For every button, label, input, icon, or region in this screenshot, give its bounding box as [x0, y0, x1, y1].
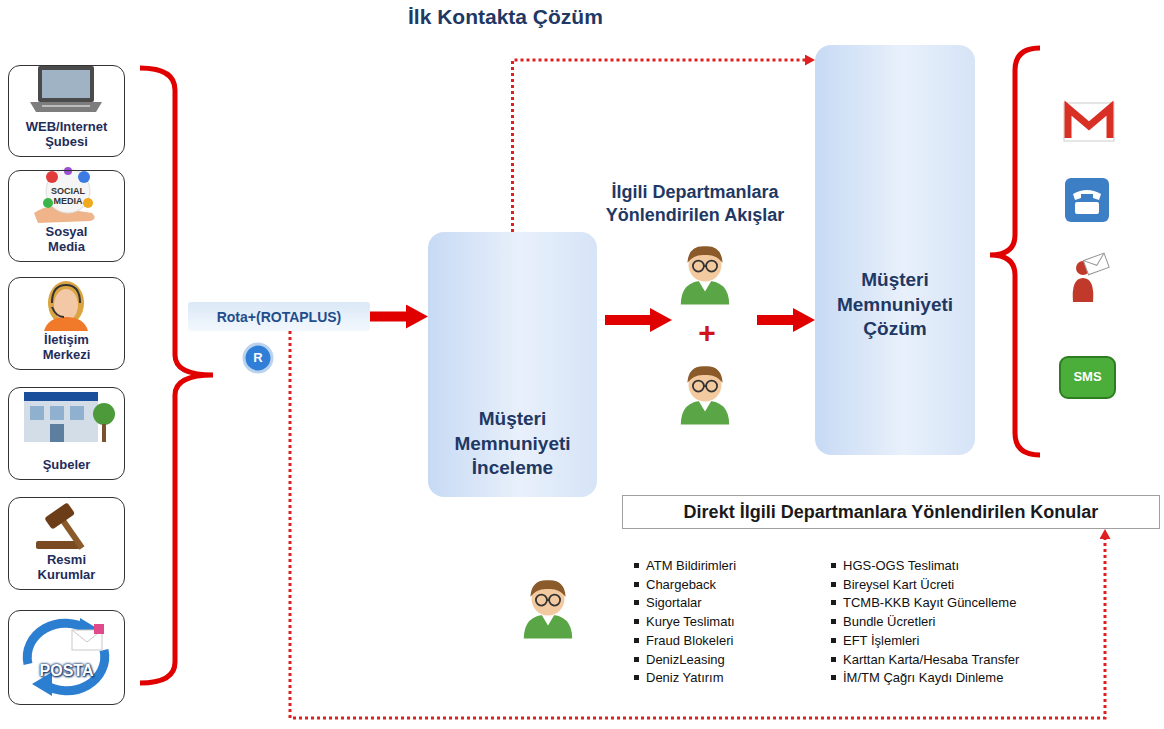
plus-sign: +: [693, 318, 721, 348]
phone-icon: [1073, 190, 1101, 200]
channel-box: Sosyal Media: [8, 170, 125, 262]
mail-person-icon: [1073, 253, 1109, 302]
process-panel: Müşteri Memnuniyeti Çözüm: [815, 45, 975, 455]
channel-box: WEB/Internet Şubesi: [8, 65, 125, 157]
heading-box: Direkt İlgili Departmanlara Yönlendirile…: [622, 495, 1160, 529]
list-item: Deniz Yatırım: [633, 670, 724, 686]
bracket: [140, 68, 213, 683]
list-item: Bireysel Kart Ücreti: [830, 577, 954, 593]
branch-building-icon: [70, 406, 84, 420]
box-text: POSTA: [17, 662, 117, 680]
rota-logo: [244, 344, 272, 372]
staff-icon: [681, 366, 729, 424]
logo-letter: R: [248, 349, 268, 367]
box-text: Şubeler: [21, 458, 113, 473]
email-icon: [1068, 108, 1110, 138]
branch-building-icon: [50, 406, 64, 420]
mail-person-icon: [1083, 253, 1109, 275]
gavel-icon: [44, 502, 93, 556]
gavel-icon: [36, 502, 94, 556]
list-item: ATM Bildirimleri: [633, 558, 736, 574]
diagram-title: İlk Kontakta Çözüm: [408, 5, 603, 29]
email-icon: [1064, 103, 1114, 141]
branch-building-icon: [30, 406, 44, 420]
list-item: Kurye Teslimatı: [633, 614, 735, 630]
social-media-icon: [78, 171, 90, 183]
list-item: EFT İşlemleri: [830, 633, 919, 649]
gavel-icon: [44, 502, 75, 530]
process-panel: Müşteri Memnuniyeti İnceleme: [428, 232, 597, 497]
box-text: Müşteri Memnuniyeti İnceleme: [438, 407, 588, 481]
phone-icon: [1075, 202, 1099, 214]
bracket: [990, 48, 1040, 455]
box-text: WEB/Internet Şubesi: [21, 120, 113, 150]
mail-person-icon: [1073, 278, 1094, 302]
list-item: Bundle Ücretleri: [830, 614, 936, 630]
social-media-icon: [46, 169, 90, 213]
mail-arrows-icon: [94, 624, 104, 634]
gavel-icon: [60, 518, 84, 549]
laptop-icon: [30, 102, 102, 112]
icon-text: SMS: [1060, 368, 1115, 386]
list-item: TCMB-KKB Kayıt Güncelleme: [830, 595, 1016, 611]
list-item: Fraud Blokeleri: [633, 633, 733, 649]
phone-icon: [1065, 178, 1109, 222]
channel-box: İletişim Merkezi: [8, 277, 125, 370]
headset-agent-icon: [52, 307, 64, 317]
sms-icon: [1060, 357, 1115, 398]
social-media-icon: [43, 198, 53, 208]
phone-icon: [1065, 178, 1109, 222]
flow-arrow: [370, 312, 406, 322]
box-text: Direkt İlgili Departmanlara Yönlendirile…: [684, 502, 1099, 523]
mail-person-icon: [1083, 253, 1107, 269]
branch-building-icon: [24, 392, 98, 401]
rota-logo: [244, 344, 272, 372]
social-media-icon: [46, 171, 58, 183]
gavel-icon: [36, 541, 80, 549]
laptop-icon: [30, 66, 102, 112]
laptop-icon: [42, 70, 90, 98]
staff-icon: [681, 246, 729, 304]
list-item: İM/TM Çağrı Kaydı Dinleme: [830, 670, 1003, 686]
box-text: Müşteri Memnuniyeti Çözüm: [820, 268, 970, 342]
list-item: DenizLeasing: [633, 652, 725, 668]
box-text: Rota+(ROTAPLUS): [217, 309, 342, 325]
branch-building-icon: [24, 392, 98, 442]
headset-agent-icon: [54, 289, 78, 321]
list-item: Karttan Karta/Hesaba Transfer: [830, 652, 1019, 668]
box-text: Resmi Kurumlar: [31, 553, 103, 583]
sms-icon: [1060, 357, 1115, 398]
box-text: Sosyal Media: [37, 225, 97, 255]
headset-agent-icon: [44, 281, 88, 331]
flow-label: İlgili Departmanlara Yönlendirilen Akışl…: [575, 181, 815, 228]
channel-box: Resmi Kurumlar: [8, 497, 125, 590]
email-icon: [1064, 103, 1114, 141]
social-media-icon: [34, 167, 95, 223]
branch-building-icon: [24, 392, 115, 442]
staff-icon: [524, 580, 572, 638]
mail-person-icon: [1083, 253, 1109, 275]
laptop-icon: [38, 66, 94, 102]
list-item: Chargeback: [633, 577, 716, 593]
branch-building-icon: [50, 424, 64, 442]
channel-box: Şubeler: [8, 387, 125, 480]
headset-agent-icon: [52, 285, 80, 303]
laptop-icon: [42, 105, 90, 107]
mail-arrows-icon: [27, 618, 105, 696]
list-item: Sigortalar: [633, 595, 702, 611]
list-item: HGS-OGS Teslimatı: [830, 558, 959, 574]
branch-building-icon: [102, 424, 106, 442]
arrow-head: [650, 308, 672, 332]
channel-box: POSTA: [8, 610, 125, 705]
branch-building-icon: [93, 403, 115, 425]
box-text: İletişim Merkezi: [31, 333, 103, 363]
headset-agent-icon: [44, 317, 88, 331]
icon-text: SOCIAL MEDIA: [46, 186, 90, 206]
system-box: Rota+(ROTAPLUS): [188, 302, 370, 331]
social-media-icon: [64, 167, 72, 175]
social-media-icon: [83, 198, 93, 208]
